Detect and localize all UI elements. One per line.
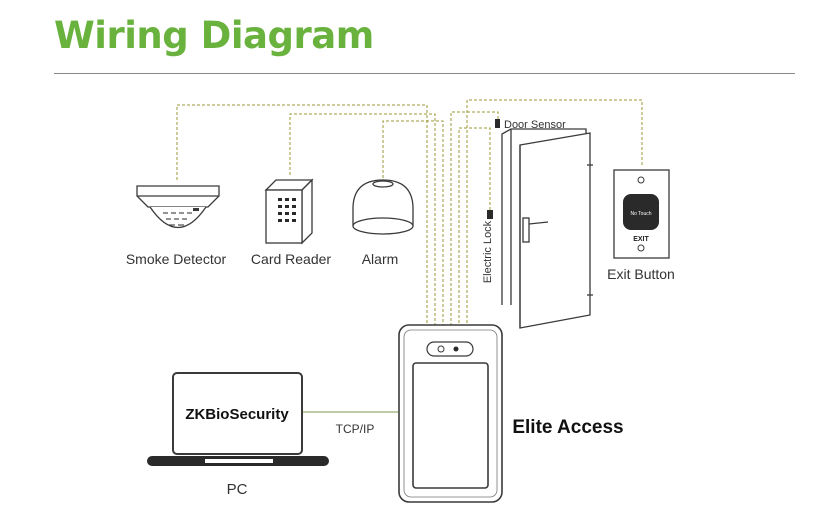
smoke-detector-label: Smoke Detector (126, 251, 227, 267)
electric-lock-marker (487, 210, 493, 219)
door-sensor-marker (495, 119, 500, 128)
siren-alarm-icon (352, 179, 414, 235)
laptop-icon (147, 372, 329, 466)
alarm-label: Alarm (362, 251, 399, 267)
wire-door-sensor (450, 111, 499, 325)
title-divider (54, 73, 795, 74)
wire-exit-button (466, 99, 643, 325)
exit-button-label: Exit Button (607, 266, 675, 282)
wire-smoke-detector (176, 104, 428, 325)
smoke-detector-icon (136, 185, 220, 229)
wire-card-reader (289, 113, 436, 325)
door-icon (501, 128, 593, 329)
pc-label: PC (227, 481, 248, 498)
device-label: Elite Access (512, 417, 623, 438)
exit-text: EXIT (633, 236, 649, 243)
wire-alarm (382, 120, 444, 325)
electric-lock-label: Electric Lock (482, 220, 494, 283)
wire-electric-lock (458, 127, 491, 325)
keypad-card-reader-icon (264, 178, 314, 245)
exit-button-icon: No Touch EXIT (613, 169, 670, 259)
door-sensor-label: Door Sensor (504, 119, 566, 131)
card-reader-label: Card Reader (251, 251, 331, 267)
exit-button-face-text: No Touch (630, 211, 651, 217)
software-label: ZKBioSecurity (185, 406, 289, 423)
access-terminal-icon (398, 324, 503, 503)
wiring-lines (176, 99, 643, 325)
page-title: Wiring Diagram (54, 14, 374, 57)
tcp-ip-label: TCP/IP (336, 422, 375, 436)
